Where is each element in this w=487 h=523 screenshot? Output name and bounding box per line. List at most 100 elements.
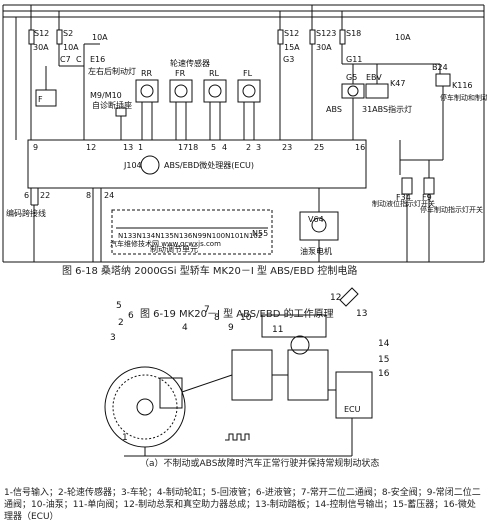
valve-block-label: N133N134N135N136N99N100N101N102 xyxy=(118,232,262,240)
k116-note: 停车制动和制动液位指示灯 xyxy=(440,93,487,102)
pin-number: 18 xyxy=(188,143,198,152)
pin-number: 5 xyxy=(211,143,216,152)
brake-caliper xyxy=(159,377,183,409)
brake-level-switch-label: 制动液位指示灯开关 xyxy=(372,199,435,208)
figure-6-19-caption: 图 6-19 MK20－I 型 ABS/EBD 的工作原理 xyxy=(140,309,334,320)
fuse-s2-rating: 10A xyxy=(63,43,79,52)
ecu-block xyxy=(335,371,373,419)
k116-lamp xyxy=(435,73,451,87)
fuse-s12-label: S12 xyxy=(34,29,49,38)
sensor-fr-label: FR xyxy=(175,69,186,78)
fuse-s123-rating: 30A xyxy=(316,43,332,52)
fuse-s12b xyxy=(277,29,284,45)
pump-label: 油泵电机 xyxy=(300,246,332,256)
fuse-s123-label: S123 xyxy=(316,29,336,38)
pin-number: 1 xyxy=(138,143,143,152)
callout-number: 6 xyxy=(128,311,134,321)
abs-lamp-label: ABS xyxy=(326,105,342,114)
ecu-box xyxy=(27,139,367,189)
self-diag-label: 自诊断插座 xyxy=(92,100,132,110)
pin-number: 8 xyxy=(86,191,91,200)
pin-number: 16 xyxy=(355,143,365,152)
ecu-block-label: ECU xyxy=(344,405,361,414)
callout-number: 10 xyxy=(240,313,252,323)
pin-number: 2 xyxy=(246,143,251,152)
valve-unit-n55: N55 xyxy=(252,229,268,238)
b24-label: B24 xyxy=(432,63,448,72)
component-f-label: F xyxy=(38,95,43,104)
pin-number: 4 xyxy=(222,143,227,152)
wheel-sensors-title: 轮速传感器 xyxy=(170,58,210,68)
sensor-rr-label: RR xyxy=(141,69,153,78)
sensor-fl-label: FL xyxy=(243,69,253,78)
fuse-s2-label: S2 xyxy=(63,29,73,38)
k47-label: K47 xyxy=(390,79,405,88)
switch-f9 xyxy=(423,177,435,195)
pump-symbol xyxy=(290,335,310,355)
valve-a xyxy=(231,349,273,401)
fuse-s2 xyxy=(56,29,63,45)
diag-socket-label: 左右后制动灯 xyxy=(88,66,136,76)
valve-b xyxy=(287,349,329,401)
pin-number: 24 xyxy=(104,191,114,200)
connector-ebv: EBV xyxy=(366,73,382,82)
sensor-fl xyxy=(237,79,261,103)
pin-number: 9 xyxy=(33,143,38,152)
fuse-s12-rating: 30A xyxy=(33,43,49,52)
fuse-10a-label: 10A xyxy=(92,33,108,42)
k116-label: K116 xyxy=(452,81,473,90)
pin-number: 17 xyxy=(178,143,188,152)
figure-6-18-caption: 图 6-18 桑塔纳 2000GSi 型轿车 MK20－I 型 ABS/EBD … xyxy=(62,266,358,277)
callout-number: 15 xyxy=(378,355,389,365)
callout-number: 3 xyxy=(110,333,116,343)
watermark: 汽车维修技术网 www.qcwxjs.com xyxy=(110,239,221,248)
callout-number: 4 xyxy=(182,323,188,333)
connector-c: C xyxy=(76,55,82,64)
callout-number: 11 xyxy=(272,325,283,335)
ecu-title: ABS/EBD微处理器(ECU) xyxy=(164,160,254,170)
connector-m9: M9/M10 xyxy=(90,91,122,100)
valve-block xyxy=(111,209,273,255)
pump-v64: V64 xyxy=(308,215,324,224)
master-cylinder xyxy=(261,314,327,338)
fuse-s18-label: S18 xyxy=(346,29,361,38)
pin-number: 25 xyxy=(314,143,324,152)
connector-g5: G5 xyxy=(346,73,357,82)
sensor-rl xyxy=(203,79,227,103)
pin-number: 22 xyxy=(40,191,50,200)
fuse-s18 xyxy=(339,29,346,45)
pin-number: 13 xyxy=(123,143,133,152)
pin-number: 12 xyxy=(86,143,96,152)
callout-number: 13 xyxy=(356,309,367,319)
fuse-s123 xyxy=(309,29,316,45)
legend-text: 1-信号输入；2-轮速传感器；3-车轮；4-制动轮缸；5-回液管；6-进液管；7… xyxy=(4,488,481,522)
pin-number: 6 xyxy=(24,191,29,200)
callout-number: 1 xyxy=(122,433,128,443)
fuse-10a-label-right: 10A xyxy=(395,33,411,42)
park-switch-label: 停车制动指示灯开关 xyxy=(420,205,483,214)
sensor-rl-label: RL xyxy=(209,69,220,78)
subfigure-a-caption: （a）不制动或ABS故障时汽车正常行驶并保持常规制动状态 xyxy=(140,459,380,469)
callout-number: 16 xyxy=(378,369,390,379)
ecu-j104: J104 xyxy=(123,161,142,170)
k47-lamp xyxy=(365,83,389,99)
callout-number: 2 xyxy=(118,318,124,328)
connector-g11: G11 xyxy=(346,55,362,64)
switch-f34-label: F34 xyxy=(396,193,411,202)
callout-number: 14 xyxy=(378,339,390,349)
brake-pedal xyxy=(339,287,359,307)
pin-number: 3 xyxy=(256,143,261,152)
connector-c7: C7 xyxy=(60,55,71,64)
callout-number: 12 xyxy=(330,293,341,303)
wheel xyxy=(104,366,186,448)
callout-number: 7 xyxy=(204,305,210,315)
sensor-rr xyxy=(135,79,159,103)
callout-number: 8 xyxy=(214,313,220,323)
valve-unit-label: 制动调节单元 xyxy=(150,244,198,254)
pin-number: 23 xyxy=(282,143,292,152)
switch-f9-label: F9 xyxy=(422,193,432,202)
switch-f34 xyxy=(401,177,413,195)
connector-g3: G3 xyxy=(283,55,294,64)
